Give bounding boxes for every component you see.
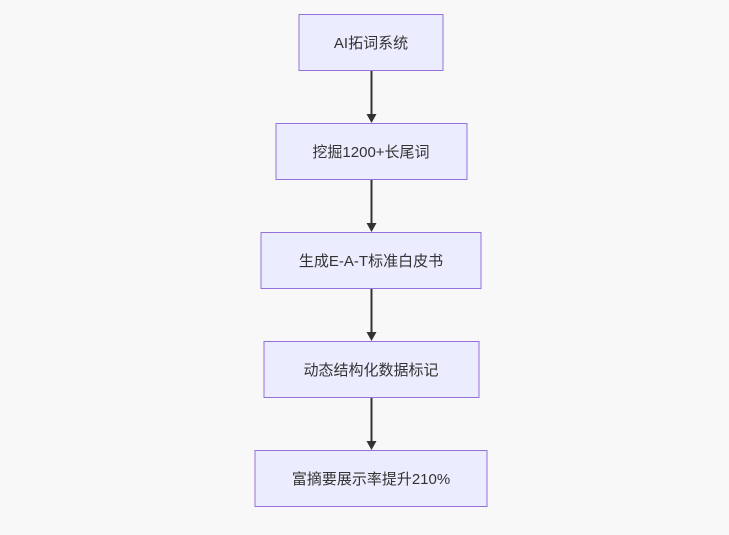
flow-node-label: AI拓词系统 xyxy=(333,35,409,52)
edge-line xyxy=(370,289,372,332)
flow-edge-4 xyxy=(366,398,376,450)
arrowhead-down-icon xyxy=(366,441,376,450)
flow-node-ai-word-expansion: AI拓词系统 xyxy=(298,14,444,71)
flow-node-rich-snippet-result: 富摘要展示率提升210% xyxy=(254,450,488,507)
flow-node-structured-data-markup: 动态结构化数据标记 xyxy=(263,341,479,398)
edge-line xyxy=(370,398,372,441)
edge-line xyxy=(370,71,372,114)
arrowhead-down-icon xyxy=(366,223,376,232)
flow-edge-1 xyxy=(366,71,376,123)
flowchart: AI拓词系统 挖掘1200+长尾词 生成E-A-T标准白皮书 动态结构化数据标记 xyxy=(254,14,488,507)
flow-node-label: 动态结构化数据标记 xyxy=(303,362,439,379)
flow-node-eat-whitepaper: 生成E-A-T标准白皮书 xyxy=(260,232,482,289)
flow-edge-2 xyxy=(366,180,376,232)
flow-node-label: 生成E-A-T标准白皮书 xyxy=(298,253,444,270)
flow-node-longtail-mining: 挖掘1200+长尾词 xyxy=(275,123,467,180)
flow-node-label: 挖掘1200+长尾词 xyxy=(312,144,430,161)
edge-line xyxy=(370,180,372,223)
arrowhead-down-icon xyxy=(366,332,376,341)
arrowhead-down-icon xyxy=(366,114,376,123)
flow-node-label: 富摘要展示率提升210% xyxy=(291,471,451,488)
flow-edge-3 xyxy=(366,289,376,341)
